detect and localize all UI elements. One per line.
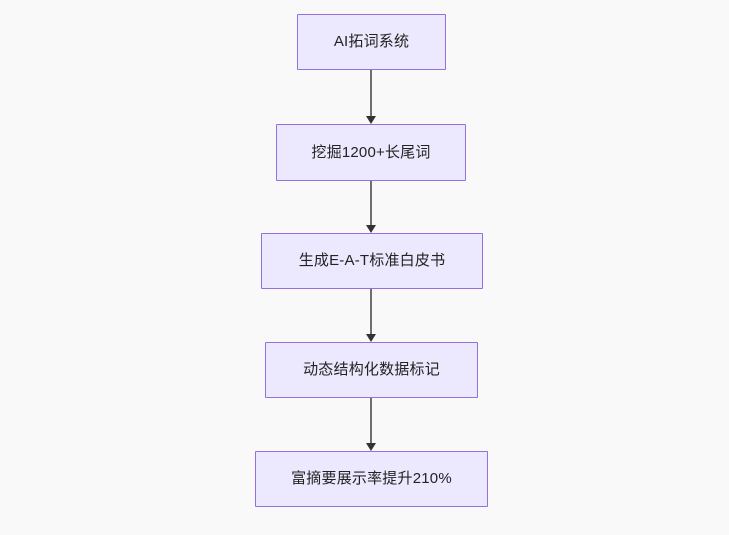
arrow-head-icon [366, 225, 376, 233]
flowchart-node-label: 生成E-A-T标准白皮书 [298, 252, 446, 269]
flowchart-arrow-node2-to-node3 [365, 181, 377, 233]
arrow-stem [370, 398, 372, 444]
flowchart-arrow-node3-to-node4 [365, 289, 377, 342]
flowchart-node-label: 动态结构化数据标记 [303, 361, 440, 378]
flowchart-node-ai-keyword-system[interactable]: AI拓词系统 [297, 14, 446, 70]
flowchart-node-rich-snippet-impression-lift[interactable]: 富摘要展示率提升210% [255, 451, 488, 507]
arrow-head-icon [366, 116, 376, 124]
flowchart-node-dynamic-structured-data-markup[interactable]: 动态结构化数据标记 [265, 342, 478, 398]
flowchart-node-mine-longtail-keywords[interactable]: 挖掘1200+长尾词 [276, 124, 466, 181]
arrow-stem [370, 181, 372, 226]
flowchart-arrow-node1-to-node2 [365, 70, 377, 124]
flowchart-node-label: AI拓词系统 [333, 33, 410, 50]
arrow-stem [370, 70, 372, 117]
flowchart-arrow-node4-to-node5 [365, 398, 377, 451]
flowchart-node-label: 富摘要展示率提升210% [291, 470, 452, 487]
flowchart-node-generate-eat-whitepaper[interactable]: 生成E-A-T标准白皮书 [261, 233, 483, 289]
flowchart-node-label: 挖掘1200+长尾词 [311, 143, 431, 161]
arrow-stem [370, 289, 372, 335]
arrow-head-icon [366, 334, 376, 342]
arrow-head-icon [366, 443, 376, 451]
